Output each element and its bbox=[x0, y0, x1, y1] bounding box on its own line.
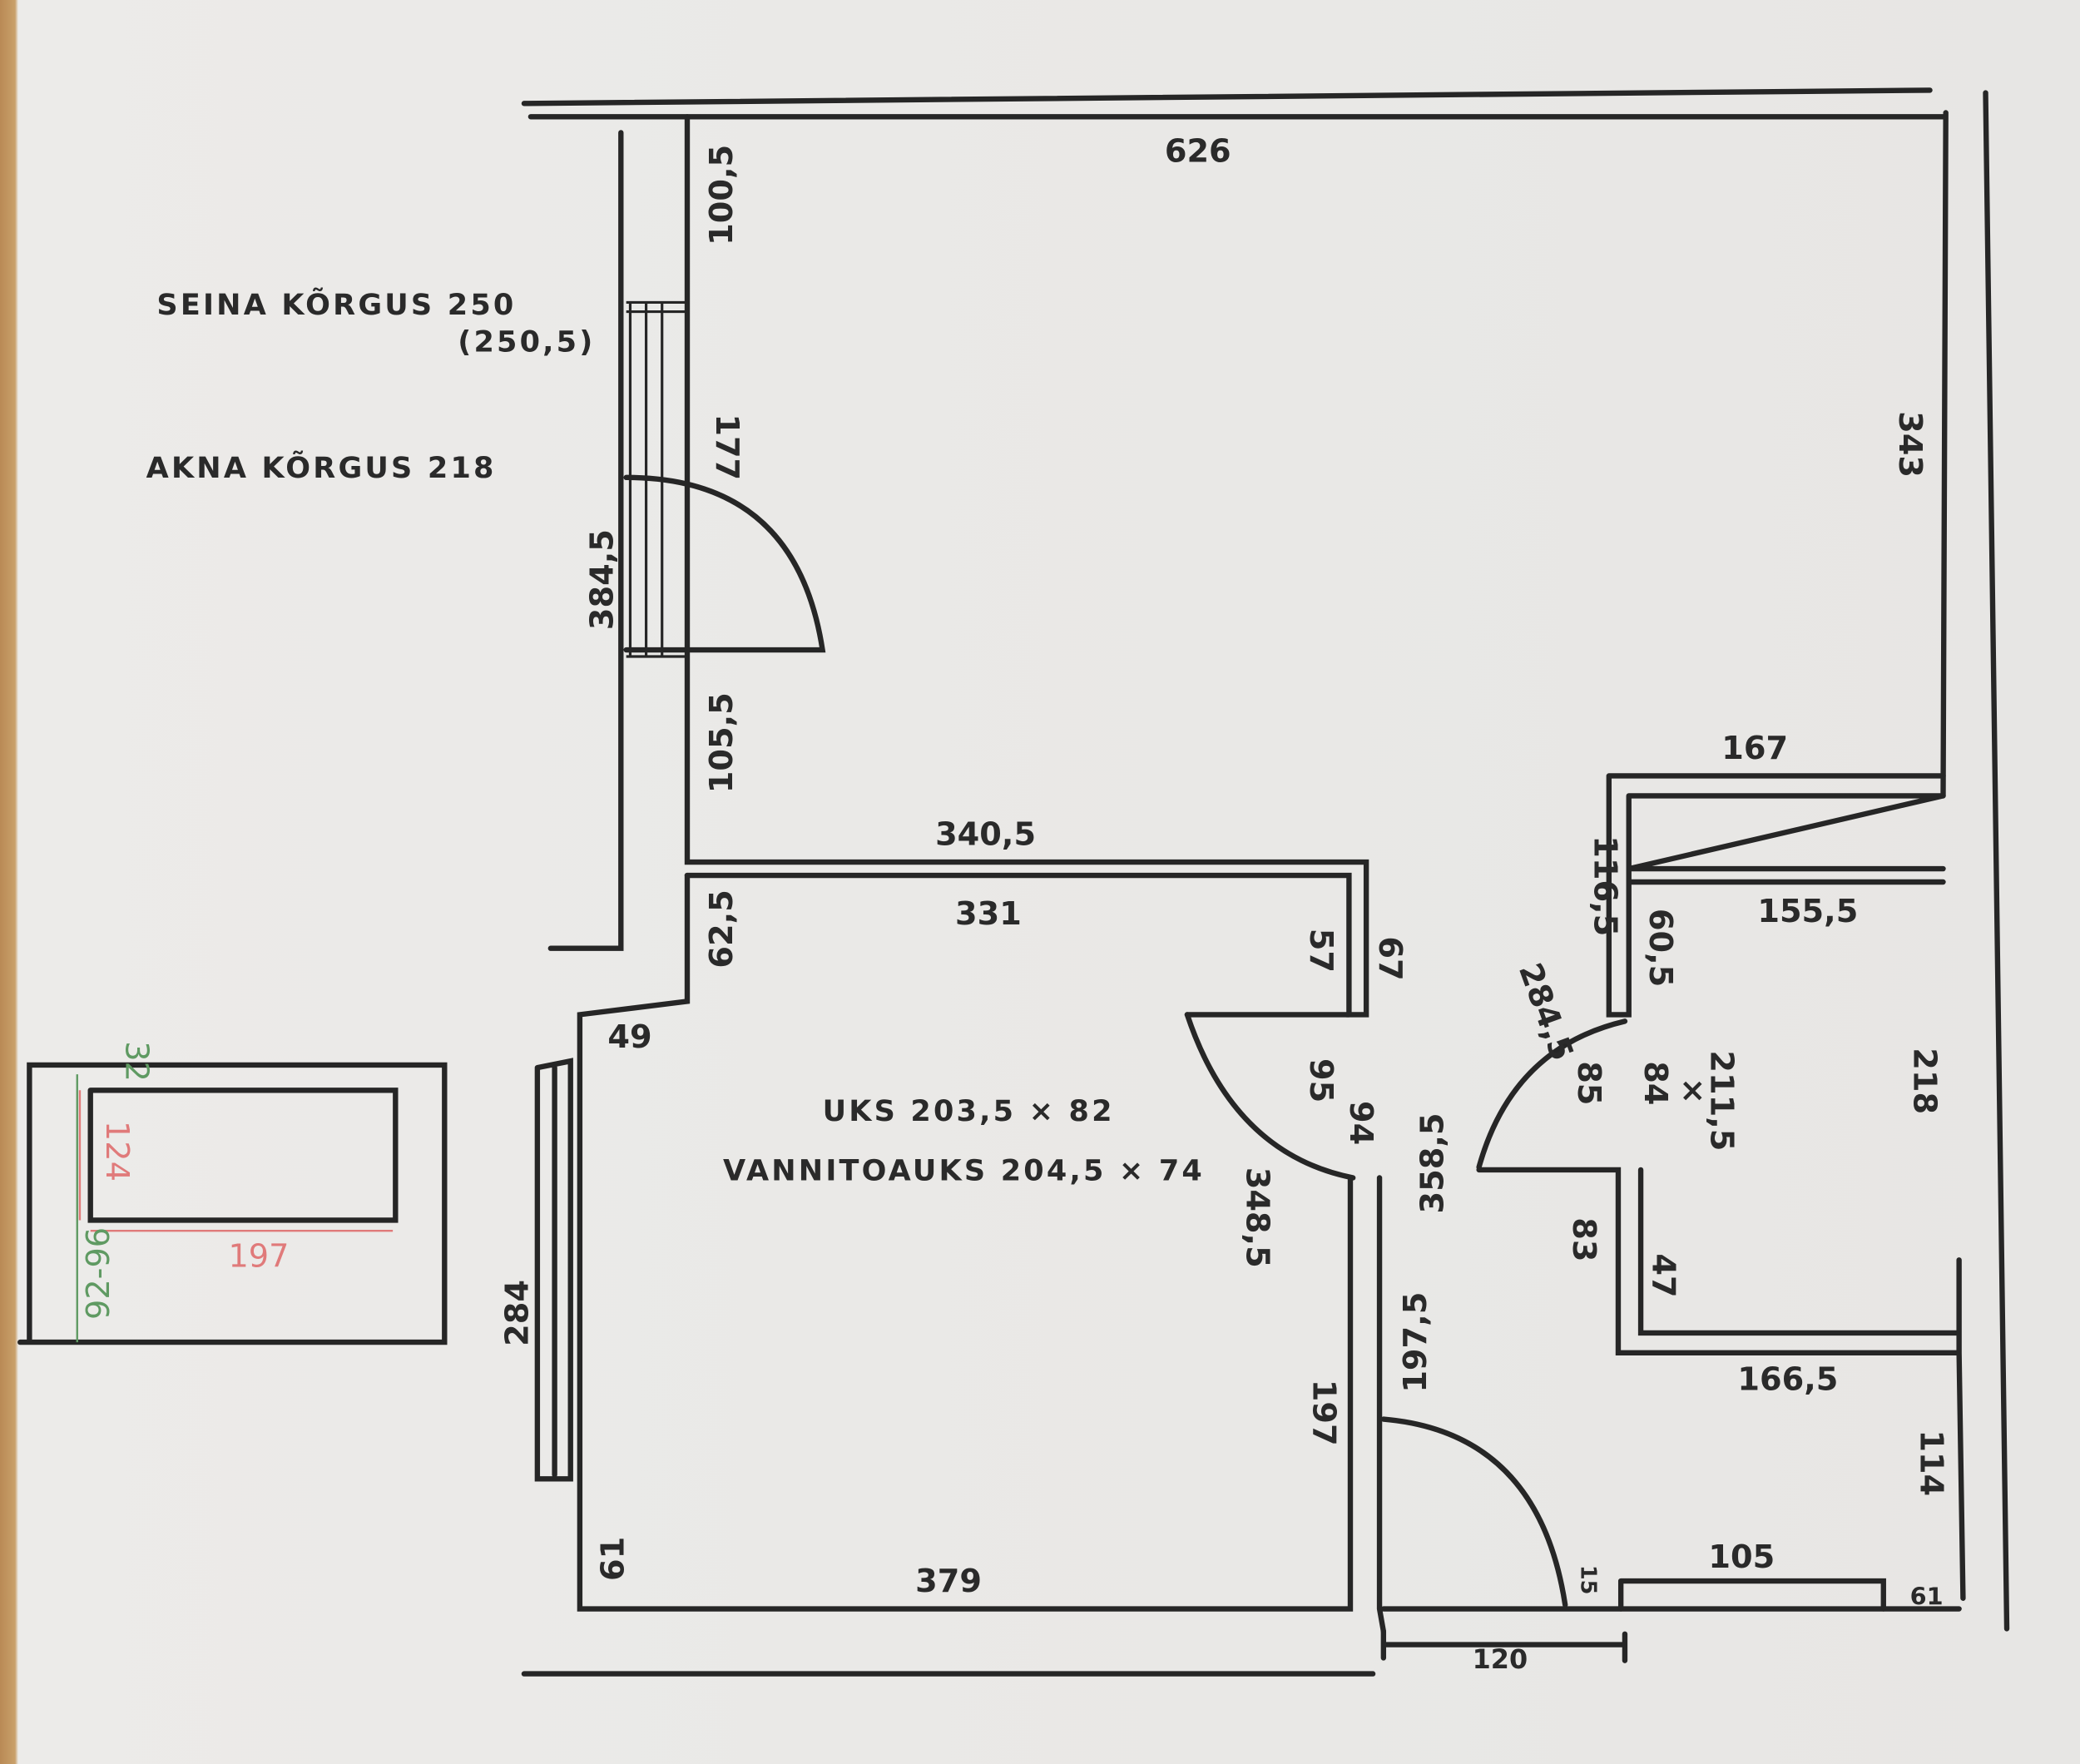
dim-label: 167 bbox=[1721, 730, 1788, 767]
inset-dim-32: 32 bbox=[118, 1041, 156, 1082]
dim-label: 343 bbox=[1891, 411, 1929, 478]
dim-label: 379 bbox=[915, 1563, 982, 1600]
wall-height-note: SEINA KÕRGUS 250 bbox=[156, 287, 516, 322]
inset-dim-124: 124 bbox=[98, 1121, 136, 1182]
door-swings bbox=[623, 474, 1628, 1608]
dim-label: 83 bbox=[1565, 1217, 1602, 1261]
dim-label: 61 bbox=[594, 1537, 631, 1581]
dim-label: 47 bbox=[1644, 1253, 1681, 1297]
dim-label: 60,5 bbox=[1642, 909, 1679, 987]
door-size-note: UKS 203,5 × 82 bbox=[823, 1094, 1115, 1128]
dim-label: 67 bbox=[1371, 936, 1409, 980]
walls bbox=[521, 87, 2010, 1677]
dim-label: 284,5 bbox=[1511, 959, 1581, 1066]
dim-label: 84 bbox=[1637, 1061, 1674, 1105]
dim-label: 94 bbox=[1342, 1101, 1379, 1145]
dim-label: 384,5 bbox=[584, 529, 622, 630]
dim-label: 177 bbox=[708, 414, 745, 480]
notes: SEINA KÕRGUS 250 (250,5) AKNA KÕRGUS 218… bbox=[146, 287, 1205, 1188]
dim-label: 166,5 bbox=[1737, 1360, 1838, 1398]
dim-label: × bbox=[1679, 1072, 1706, 1109]
inset-dim-92-96: 92-96 bbox=[80, 1227, 117, 1320]
dimension-labels: 626 343 100,5 177 384,5 105,5 340,5 331 … bbox=[499, 132, 1950, 1675]
dim-label: 57 bbox=[1302, 929, 1340, 973]
dim-label: 15 bbox=[1575, 1565, 1600, 1595]
dim-label: 61 bbox=[1910, 1583, 1944, 1611]
dim-label: 218 bbox=[1905, 1048, 1943, 1114]
bed-inset: 32 124 197 92-96 bbox=[17, 1041, 448, 1345]
dim-label: 626 bbox=[1165, 132, 1231, 170]
dim-label: 331 bbox=[955, 895, 1022, 933]
dim-label: 114 bbox=[1912, 1430, 1949, 1496]
dim-label: 348,5 bbox=[1239, 1167, 1276, 1268]
dim-label: 105 bbox=[1708, 1539, 1775, 1576]
bath-door-size-note: VANNITOAUKS 204,5 × 74 bbox=[723, 1154, 1205, 1188]
dim-label: 358,5 bbox=[1414, 1112, 1452, 1213]
inset-dim-197: 197 bbox=[228, 1237, 289, 1275]
window-height-note: AKNA KÕRGUS 218 bbox=[146, 450, 497, 485]
dim-label: 197 bbox=[1305, 1380, 1342, 1446]
wall-height-alt-note: (250,5) bbox=[458, 325, 595, 359]
dim-label: 340,5 bbox=[935, 815, 1036, 853]
dim-label: 120 bbox=[1473, 1643, 1528, 1675]
dim-label: 284 bbox=[499, 1280, 537, 1346]
dim-label: 155,5 bbox=[1757, 893, 1858, 930]
dim-label: 100,5 bbox=[703, 145, 740, 245]
dim-label: 49 bbox=[607, 1018, 651, 1056]
dim-label: 197,5 bbox=[1397, 1292, 1434, 1393]
dim-label: 62,5 bbox=[703, 889, 740, 968]
dim-label: 85 bbox=[1570, 1061, 1607, 1105]
dim-label: 95 bbox=[1302, 1058, 1340, 1102]
dim-label: 211,5 bbox=[1703, 1050, 1741, 1151]
dim-label: 105,5 bbox=[703, 692, 740, 793]
dim-label: 116,5 bbox=[1586, 835, 1623, 936]
